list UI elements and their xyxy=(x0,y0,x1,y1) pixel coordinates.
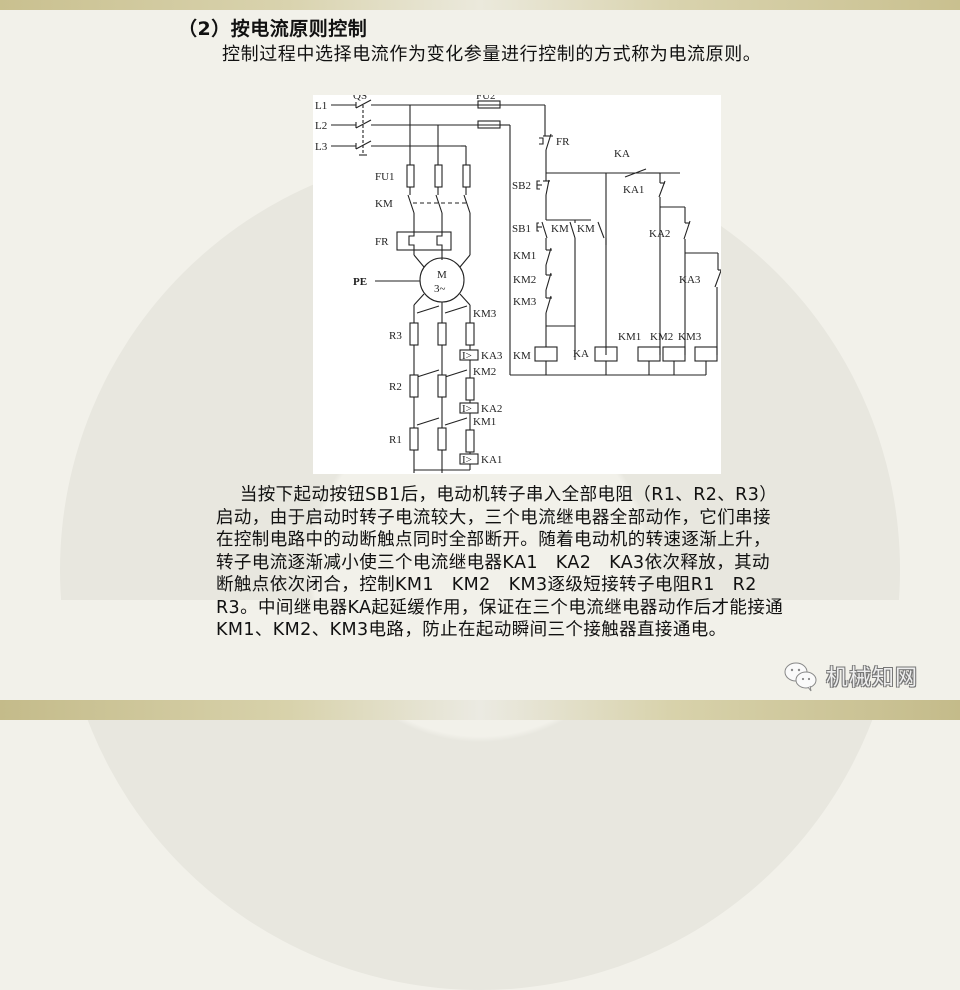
label-KM1-nc: KM1 xyxy=(513,250,536,262)
label-KA2-symbol: I> xyxy=(462,403,472,415)
label-KM2-nc: KM2 xyxy=(513,274,536,286)
label-R2: R2 xyxy=(389,381,402,393)
label-KA1-nc: KA1 xyxy=(623,184,644,196)
watermark-brand-text: 机械知网 xyxy=(826,666,919,691)
wechat-icon xyxy=(784,662,817,692)
label-PE: PE xyxy=(353,276,367,288)
label-KM1-contact: KM1 xyxy=(473,416,496,428)
paragraph-line: 启动，由于启动时转子电流较大，三个电流继电器全部动作，它们串接 xyxy=(216,507,771,528)
label-L1: L1 xyxy=(315,100,327,112)
coil-KM1 xyxy=(637,346,661,362)
explanation-paragraph: 当按下起动按钮SB1后，电动机转子串入全部电阻（R1、R2、R3） 启动，由于启… xyxy=(216,484,896,642)
label-SB1: SB1 xyxy=(512,223,531,235)
label-KA2-nc: KA2 xyxy=(649,228,670,240)
label-R1: R1 xyxy=(389,434,402,446)
label-KA3-symbol: I> xyxy=(462,350,472,362)
label-coil-KM3: KM3 xyxy=(678,331,702,343)
label-KA1-symbol: I> xyxy=(462,454,472,466)
watermark: 机械知网 xyxy=(782,660,918,692)
label-KA1-relay: KA1 xyxy=(481,454,502,466)
label-coil-KM2: KM2 xyxy=(650,331,673,343)
label-L2: L2 xyxy=(315,120,327,132)
label-KM-main: KM xyxy=(375,198,393,210)
label-KA-contact: KA xyxy=(614,148,630,160)
label-KM-hold1: KM xyxy=(551,223,569,235)
label-KM3-contact: KM3 xyxy=(473,308,497,320)
section-definition: 控制过程中选择电流作为变化参量进行控制的方式称为电流原则。 xyxy=(222,44,762,65)
circuit-diagram: L1 L2 L3 QS FU2 FU1 KM FR M 3~ PE KM3 R3… xyxy=(313,95,721,474)
label-QS: QS xyxy=(353,95,367,102)
coil-KM2 xyxy=(662,346,686,362)
label-KA3-relay: KA3 xyxy=(481,350,503,362)
label-KA2-relay: KA2 xyxy=(481,403,502,415)
label-KA3-nc: KA3 xyxy=(679,274,701,286)
label-coil-KM: KM xyxy=(513,350,531,362)
bottom-decorative-band xyxy=(0,700,960,720)
paragraph-line: KM1、KM2、KM3电路，防止在起动瞬间三个接触器直接通电。 xyxy=(216,620,727,640)
label-FU2: FU2 xyxy=(476,95,496,102)
label-R3: R3 xyxy=(389,330,402,342)
paragraph-line: 当按下起动按钮SB1后，电动机转子串入全部电阻（R1、R2、R3） xyxy=(216,485,778,505)
label-KM2-contact: KM2 xyxy=(473,366,496,378)
paragraph-line: R3。中间继电器KA起延缓作用，保证在三个电流继电器动作后才能接通 xyxy=(216,597,784,618)
label-SB2: SB2 xyxy=(512,180,531,192)
label-FU1: FU1 xyxy=(375,171,395,183)
top-decorative-band xyxy=(0,0,960,10)
paragraph-line: 在控制电路中的动断触点同时全部断开。随着电动机的转速逐渐上升， xyxy=(216,530,771,550)
label-motor-M: M xyxy=(437,269,447,281)
label-KM3-nc: KM3 xyxy=(513,296,537,308)
label-FR-main: FR xyxy=(375,236,389,248)
label-motor-phase: 3~ xyxy=(434,283,446,295)
label-coil-KM1: KM1 xyxy=(618,331,641,343)
label-L3: L3 xyxy=(315,141,328,153)
label-coil-KA: KA xyxy=(573,348,589,360)
coil-KM3 xyxy=(694,346,718,362)
section-heading: （2）按电流原则控制 xyxy=(178,18,368,40)
coil-KM xyxy=(534,346,558,362)
label-KM-hold2: KM xyxy=(577,223,595,235)
paragraph-line: 断触点依次闭合，控制KM1 KM2 KM3逐级短接转子电阻R1 R2 xyxy=(216,575,757,595)
label-FR-ctrl: FR xyxy=(556,136,570,148)
paragraph-line: 转子电流逐渐减小使三个电流继电器KA1 KA2 KA3依次释放，其动 xyxy=(216,552,770,573)
